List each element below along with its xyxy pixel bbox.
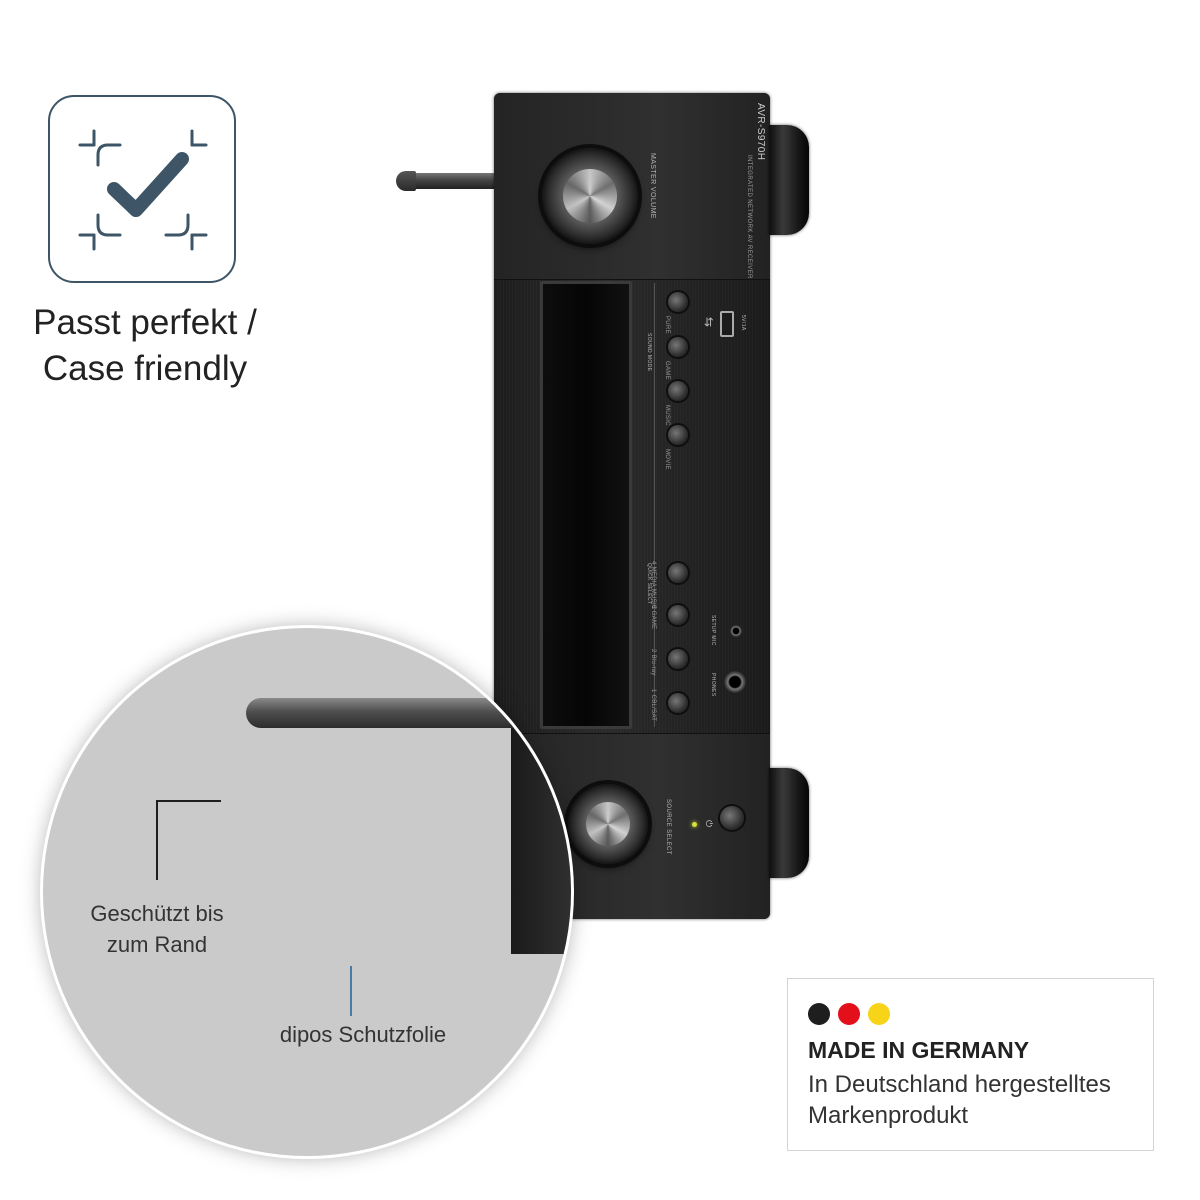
checkmark-frame-icon (78, 129, 208, 251)
magnifier-circle: Geschützt bis zum Rand dipos Schutzfolie (43, 628, 571, 1156)
setup-mic-jack (730, 625, 742, 637)
usb-icon: ⇆ (702, 317, 716, 328)
made-in-germany-title: MADE IN GERMANY (808, 1037, 1030, 1063)
quick-select-button-3 (668, 605, 688, 625)
side-knob-top (769, 125, 809, 235)
source-select-label: SOURCE SELECT (665, 799, 671, 855)
corner-marker-horizontal (156, 800, 221, 802)
quick-select-button-4 (668, 563, 688, 583)
antenna-tip (396, 171, 416, 191)
badge-caption-line2: Case friendly (42, 349, 248, 388)
side-knob-bottom (769, 768, 809, 878)
button-rail (654, 283, 655, 727)
setup-mic-label: SETUP MIC (710, 615, 716, 646)
sound-mode-button-pure (668, 292, 688, 312)
model-label: AVR-S970H (755, 103, 766, 161)
sound-mode-button-music (668, 381, 688, 401)
quick-select-button-2 (668, 649, 688, 669)
master-volume-label: MASTER VOLUME (649, 153, 656, 219)
sound-mode-button-pure-label: PURE (664, 316, 670, 334)
quick-select-button-4-label: 4 MEDIA MUSIC (650, 561, 656, 610)
display-window (540, 281, 632, 729)
sound-mode-button-music-label: MUSIC (664, 405, 670, 426)
made-in-germany-line1: In Deutschland hergestelltes (808, 1071, 1111, 1098)
antenna (398, 173, 498, 189)
sound-mode-label: SOUND MODE (646, 333, 652, 372)
edge-protection-line1: Geschützt bis (90, 901, 224, 926)
source-select-knob (568, 784, 648, 864)
sound-mode-button-game-label: GAME (664, 361, 670, 380)
case-friendly-badge (48, 95, 236, 283)
quick-select-button-1 (668, 693, 688, 713)
product-label: dipos Schutzfolie (279, 1022, 447, 1047)
flag-dot-black (808, 1003, 830, 1025)
sound-mode-button-movie (668, 425, 688, 445)
made-in-germany-description: In Deutschland hergestelltes Markenprodu… (808, 1069, 1111, 1131)
made-in-germany-card: MADE IN GERMANY In Deutschland hergestel… (787, 978, 1154, 1151)
phones-label: PHONES (710, 673, 716, 697)
badge-caption: Passt perfekt / Case friendly (0, 300, 290, 392)
receiver-top-panel: MASTER VOLUME AVR-S970H INTEGRATED NETWO… (494, 93, 770, 280)
quick-select-button-2-label: 2 Blu-ray (650, 649, 656, 676)
flag-dot-red (838, 1003, 860, 1025)
flag-dot-gold (868, 1003, 890, 1025)
power-button (720, 806, 744, 830)
power-icon: ⏻ (704, 820, 714, 828)
power-led (692, 822, 697, 827)
quick-select-button-1-label: 1 CBL/SAT (650, 689, 656, 722)
usb-label: 5V/1A (740, 315, 746, 331)
film-indicator-line (350, 966, 352, 1016)
corner-marker-vertical (156, 800, 158, 880)
edge-protection-label: Geschützt bis zum Rand (57, 898, 257, 960)
magnified-antenna (246, 698, 536, 728)
master-volume-knob (542, 148, 638, 244)
phones-jack (724, 671, 746, 693)
usb-port (720, 311, 734, 337)
made-in-germany-line2: Markenprodukt (808, 1102, 969, 1129)
badge-caption-line1: Passt perfekt / (33, 303, 257, 342)
receiver-subtitle: INTEGRATED NETWORK AV RECEIVER (746, 155, 752, 279)
sound-mode-button-game (668, 337, 688, 357)
quick-select-button-3-label: 3 GAME (650, 605, 656, 630)
sound-mode-button-movie-label: MOVIE (664, 449, 670, 470)
magnified-receiver-edge (511, 724, 571, 954)
edge-protection-line2: zum Rand (106, 932, 208, 957)
